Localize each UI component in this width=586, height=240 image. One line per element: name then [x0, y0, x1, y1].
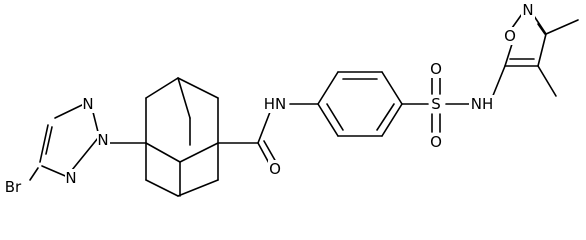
bond: [177, 77, 191, 119]
bond: [537, 33, 547, 67]
bond: [376, 103, 395, 131]
benzene-ring: [317, 71, 403, 137]
bond: [511, 13, 523, 29]
atom-ring-n-bottom: N: [65, 169, 76, 187]
bond: [145, 77, 179, 99]
bond: [257, 111, 271, 144]
atom-sulfonyl-o-bottom: O: [430, 133, 442, 151]
structure-diagram: N N N Br HN O S O O NH N O: [1, 1, 579, 197]
bond: [177, 179, 219, 197]
atom-amide-o: O: [269, 160, 281, 178]
atom-sulfonamide-nh: NH: [471, 95, 494, 113]
atom-isoxazole-n: N: [522, 1, 533, 19]
atom-sulfonyl-o-top: O: [430, 60, 442, 78]
atom-bromine: Br: [5, 178, 22, 196]
adamantane-cage: [145, 77, 219, 197]
bond: [54, 104, 83, 119]
bond: [45, 126, 53, 155]
bond: [326, 103, 344, 131]
bond: [504, 43, 513, 67]
bond: [381, 103, 403, 137]
bond: [145, 142, 181, 163]
bromotriazole-ring: [29, 104, 99, 181]
atom-labels: N N N Br HN O S O O NH N O: [1, 1, 535, 196]
bond: [317, 71, 339, 105]
bond: [145, 179, 179, 197]
bond: [381, 71, 403, 105]
bond: [533, 15, 547, 35]
amide-group: [217, 103, 319, 166]
bond: [71, 137, 99, 171]
atom-isoxazole-o: O: [504, 27, 516, 45]
bond: [177, 77, 219, 99]
atom-ring-n-left: N: [97, 131, 108, 149]
bond: [179, 142, 219, 163]
atom-ring-n-top: N: [82, 95, 93, 113]
bond: [317, 103, 339, 137]
bond: [537, 23, 546, 35]
isoxazole-ring: [504, 13, 579, 97]
bond: [263, 140, 277, 163]
bond: [491, 65, 506, 99]
bond: [545, 19, 579, 35]
molecule-drawing: N N N Br HN O S O O NH N O: [1, 1, 579, 197]
atom-sulfonyl-s: S: [431, 95, 441, 113]
bond: [537, 65, 557, 97]
atom-amide-nh: HN: [264, 95, 287, 113]
bond: [39, 124, 49, 163]
bond: [29, 167, 39, 181]
sulfonamide-group: [401, 65, 506, 133]
